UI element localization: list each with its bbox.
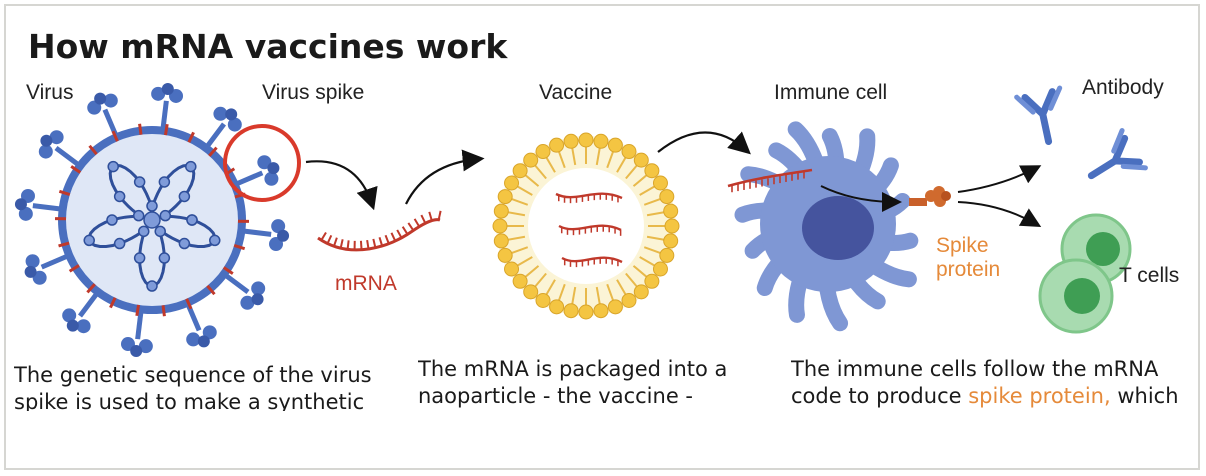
t-cell-2 — [1038, 258, 1114, 334]
label-t-cells: T cells — [1119, 264, 1179, 287]
virus-membrane-proteins — [54, 123, 250, 317]
label-spike-protein-line2: protein — [936, 258, 1000, 281]
arrow-spike-to-mrna — [305, 160, 378, 211]
label-spike-protein-line1: Spike — [936, 234, 989, 257]
spike-highlight-circle — [223, 124, 301, 202]
arrow-cell-to-spike — [820, 185, 902, 212]
label-mrna: mRNA — [335, 272, 397, 295]
diagram-canvas: How mRNA vaccines work Virus Virus spike… — [14, 27, 1179, 358]
virus-spike-proteins — [14, 82, 290, 358]
virus-illustration — [14, 82, 290, 358]
caption-step-3: The immune cells follow the mRNA code to… — [791, 357, 1179, 408]
caption-step-1: The genetic sequence of the virus spike … — [14, 363, 372, 411]
page-title: How mRNA vaccines work — [28, 27, 508, 66]
label-virus-spike: Virus spike — [262, 81, 364, 104]
spike-protein-icon — [909, 186, 951, 207]
label-antibody: Antibody — [1082, 76, 1164, 99]
virus-rna-coil — [83, 160, 221, 292]
label-immune-cell: Immune cell — [774, 81, 887, 104]
arrow-mrna-to-vaccine — [405, 149, 485, 205]
arrow-to-t-cells — [957, 201, 1042, 227]
arrow-to-antibody — [957, 165, 1042, 193]
antibody-icon-2 — [1087, 128, 1148, 180]
immune-cell — [727, 121, 919, 332]
mrna-strand — [317, 210, 442, 252]
caption-step-2: The mRNA is packaged into a naoparticle … — [418, 357, 728, 408]
label-vaccine: Vaccine — [539, 81, 612, 104]
label-virus: Virus — [26, 81, 73, 104]
lipid-heads — [492, 132, 680, 320]
encapsulated-mrna — [555, 192, 623, 268]
nanoparticle-core — [528, 168, 644, 284]
vaccine-nanoparticle — [492, 132, 680, 320]
figure-frame: How mRNA vaccines work Virus Virus spike… — [4, 4, 1200, 470]
cell-nucleus — [802, 196, 874, 260]
lipid-tails — [506, 146, 666, 306]
antibody-icon-1 — [1014, 85, 1063, 146]
arrow-vaccine-to-cell — [657, 131, 751, 155]
cell-mrna-strand — [727, 168, 813, 188]
